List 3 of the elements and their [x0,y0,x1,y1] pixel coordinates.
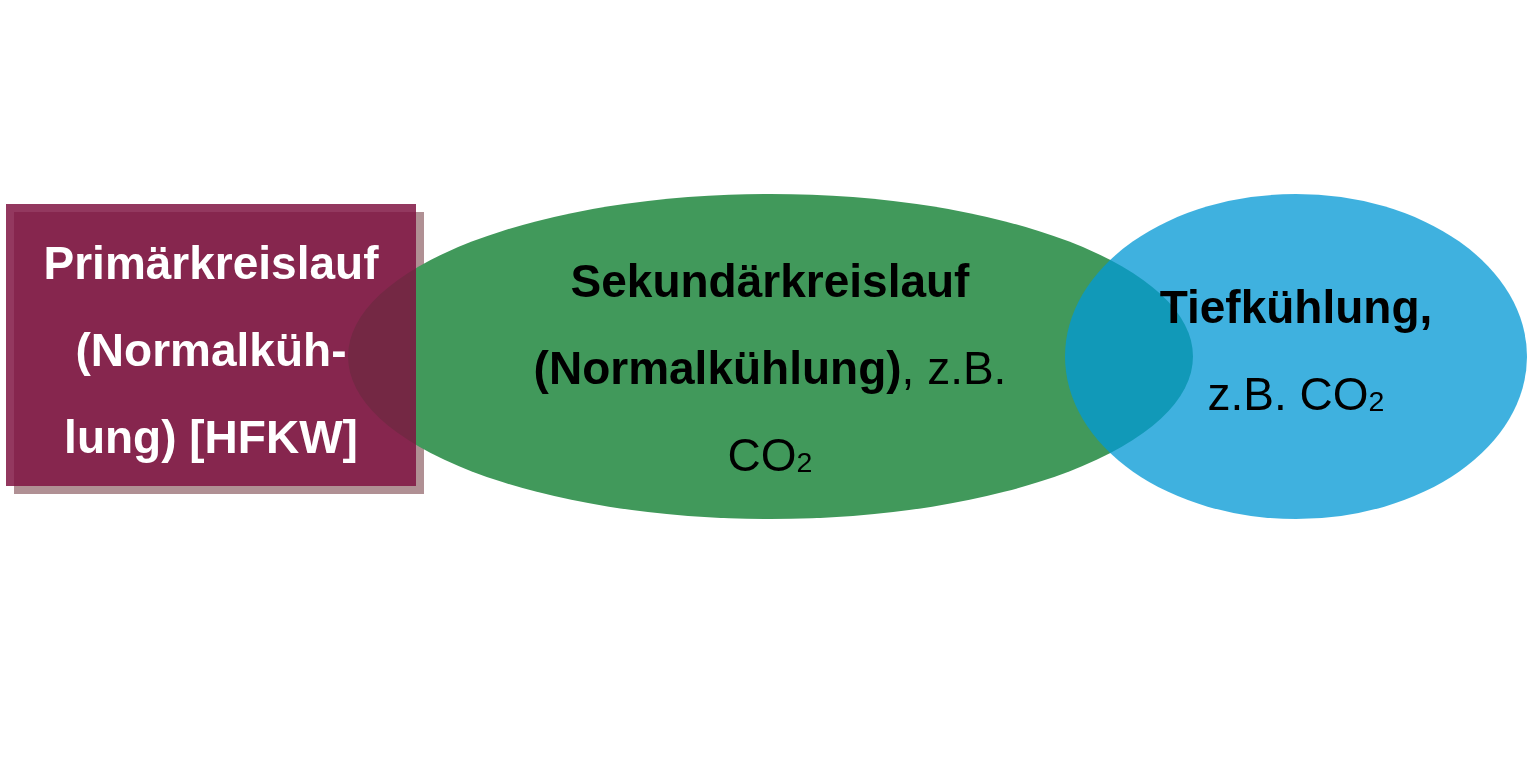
ellipse-shape [1065,194,1527,519]
box-label: Primärkreislauf (Normalküh- lung) [HFKW] [42,235,380,465]
shadowed-box [6,204,424,494]
